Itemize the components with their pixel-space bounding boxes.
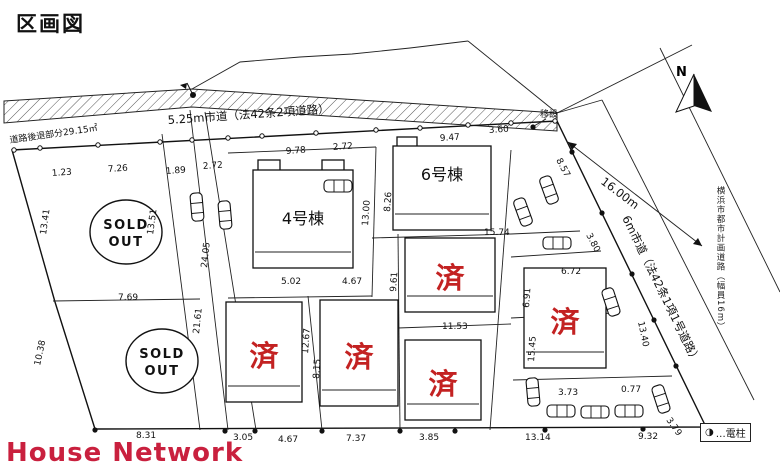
relocate-note: 移設 xyxy=(533,108,558,127)
dimension-label: 1.23 xyxy=(52,168,73,179)
car-icon xyxy=(217,199,233,231)
dimension-label: 13.00 xyxy=(361,200,373,227)
sold-out-text: SOLD xyxy=(103,218,149,233)
dimension-label: 2.72 xyxy=(203,161,224,172)
setback-label: 道路後退部分29.15㎡ xyxy=(9,122,99,146)
car-icon xyxy=(614,404,644,418)
sold-mark: 済 xyxy=(249,339,279,373)
dimension-label: 8.31 xyxy=(136,431,156,441)
dimension-label: 15.45 xyxy=(527,336,539,362)
dimension-label: 13.40 xyxy=(635,321,650,349)
sold-out-text: OUT xyxy=(145,364,180,379)
building-sold-5-outline xyxy=(404,339,482,421)
building-6-label: 6号棟 xyxy=(421,165,463,184)
car-icon xyxy=(580,405,610,419)
dimension-label: 13.51 xyxy=(146,209,159,236)
sold-out-text: OUT xyxy=(109,235,144,250)
relocate-label: 移設 xyxy=(540,108,558,120)
pole-legend: ◑ …電柱 xyxy=(700,423,751,442)
sold-out-plot-2: SOLD OUT xyxy=(125,328,199,394)
building-sold-1-outline xyxy=(404,237,496,313)
car-icon xyxy=(650,383,672,415)
dimension-label: 1.89 xyxy=(166,166,187,177)
car-icon xyxy=(542,236,572,250)
dimension-label: 9.32 xyxy=(638,432,658,442)
car-icon xyxy=(538,174,560,206)
dimension-label: 24.05 xyxy=(200,242,213,269)
dimension-label: 21.61 xyxy=(192,308,205,335)
dimension-label: 13.14 xyxy=(525,433,551,443)
building-sold-3-outline xyxy=(225,301,303,403)
sold-mark: 済 xyxy=(435,261,465,295)
dimension-label: 3.60 xyxy=(489,125,510,136)
sold-out-text: SOLD xyxy=(139,347,185,362)
building-sold-2-outline xyxy=(523,267,607,369)
dimension-label: 8.57 xyxy=(553,157,571,179)
dimension-label: 15.74 xyxy=(484,228,510,238)
north-arrow: N xyxy=(675,65,712,113)
plot-lines xyxy=(52,109,673,431)
dimension-label: 3.73 xyxy=(558,388,578,398)
sold-mark: 済 xyxy=(428,367,458,401)
building-4-label: 4号棟 xyxy=(282,209,324,228)
dimension-label: 12.67 xyxy=(301,328,313,354)
buildings xyxy=(225,136,607,421)
car-icon xyxy=(525,376,541,408)
dimension-label: 9.61 xyxy=(389,272,400,293)
dimension-label: 2.72 xyxy=(333,142,354,153)
car-icon xyxy=(512,196,534,228)
dimension-label: 6.72 xyxy=(561,267,581,277)
sold-marks-layer: 済済済済済 xyxy=(249,261,580,401)
dimension-label: 5.02 xyxy=(281,277,301,287)
dimension-label: 7.69 xyxy=(118,293,138,303)
sold-mark: 済 xyxy=(550,305,580,339)
north-label: N xyxy=(676,65,687,80)
sold-mark: 済 xyxy=(344,340,374,374)
dimension-label: 4.67 xyxy=(278,435,298,445)
dimension-label: 10.38 xyxy=(33,339,48,367)
car-icon xyxy=(189,191,205,223)
dimension-label: 11.53 xyxy=(442,322,468,332)
brand-logo: House Network xyxy=(6,438,244,468)
boundary-point-markers xyxy=(11,118,558,153)
dimension-label: 8.15 xyxy=(312,359,323,380)
page-title: 区画図 xyxy=(16,12,85,36)
car-icon xyxy=(546,404,576,418)
pole-legend-label: …電柱 xyxy=(715,429,746,440)
dimension-label: 3.05 xyxy=(233,433,253,443)
dimension-label: 9.47 xyxy=(440,133,461,144)
road-right-label: 6m市道（法42条1項1号道路） xyxy=(619,213,703,365)
car-icon xyxy=(323,179,353,193)
boundary-lines xyxy=(191,40,780,401)
building-sold-4-outline xyxy=(319,299,399,407)
dimension-label: 4.67 xyxy=(342,277,362,287)
dimension-label: 3.85 xyxy=(419,433,439,443)
survey-dots xyxy=(92,124,709,434)
dimension-label: 6.91 xyxy=(522,288,533,309)
road-width-label: 16.00m xyxy=(598,174,642,212)
dimension-label: 7.26 xyxy=(108,164,129,175)
dimension-label: 0.77 xyxy=(621,385,641,395)
building-6-outline xyxy=(392,145,492,231)
pole-legend-icon: ◑ xyxy=(705,427,714,438)
sold-out-plot-1: SOLD OUT xyxy=(89,199,163,265)
dimension-label: 7.37 xyxy=(346,434,366,444)
dimension-label: 13.41 xyxy=(39,209,52,236)
city-plan-road-label: 横浜市都市計画道路（幅員16m） xyxy=(715,186,725,332)
dimension-label: 9.78 xyxy=(286,146,307,157)
dimension-label: 8.26 xyxy=(383,191,394,212)
